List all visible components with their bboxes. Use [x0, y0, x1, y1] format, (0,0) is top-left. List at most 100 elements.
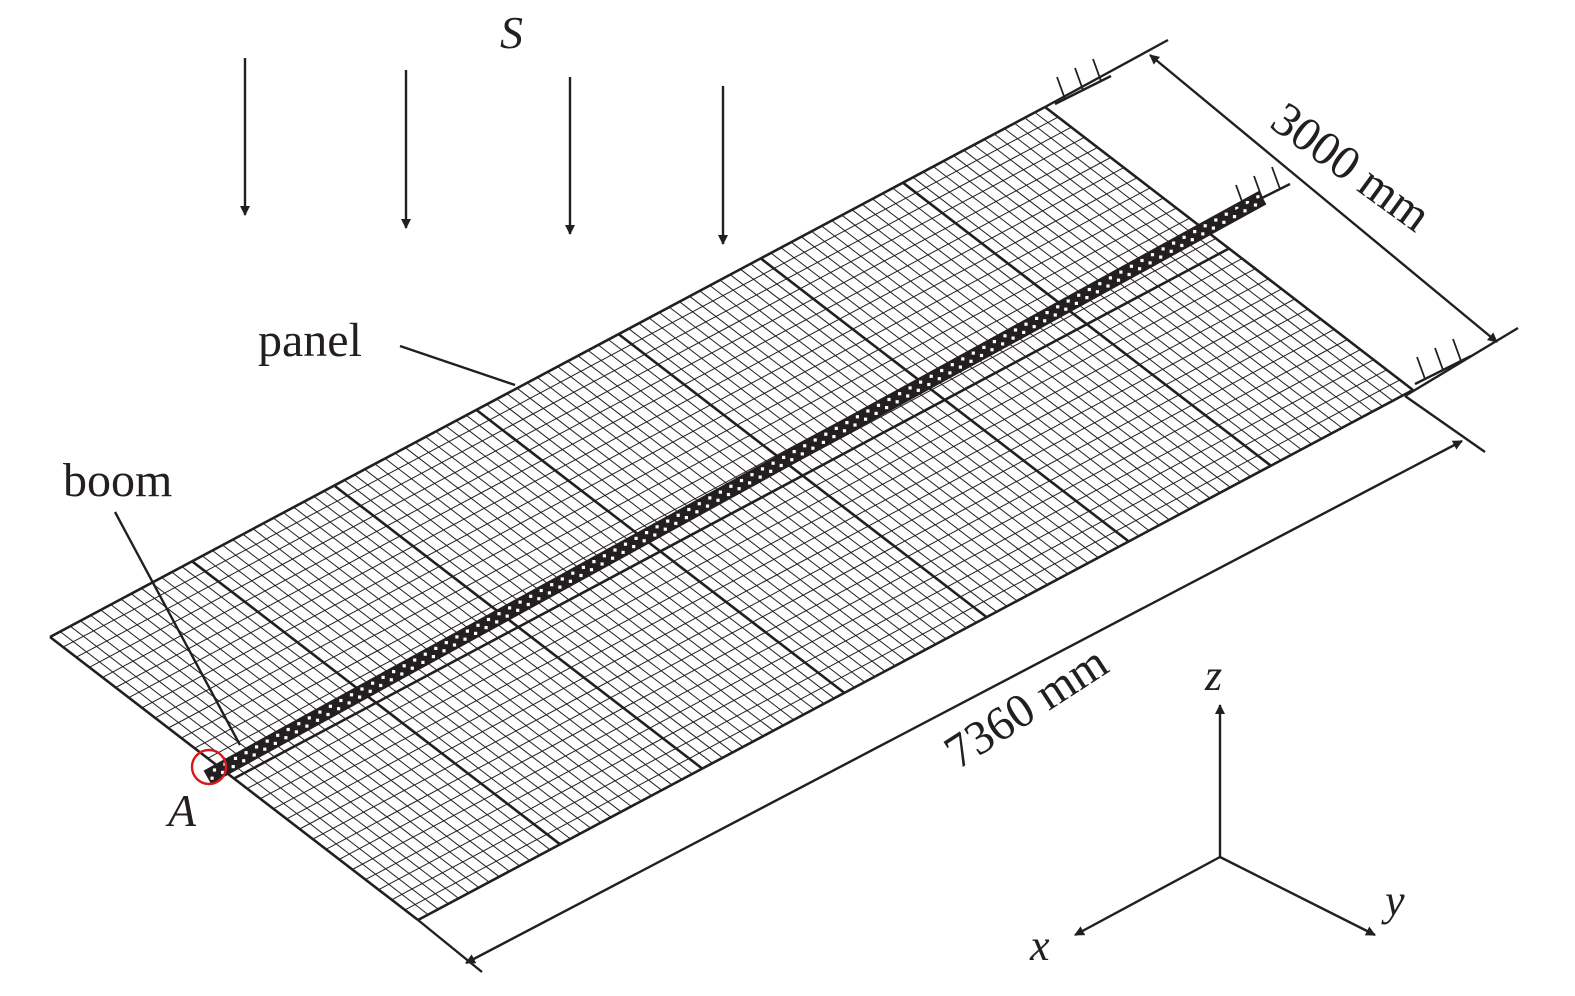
- boom-pattern-cell: [358, 695, 362, 699]
- boom-pattern-cell: [758, 475, 762, 479]
- boom-pattern-cell: [508, 606, 512, 610]
- panel-mesh: [49, 105, 1414, 922]
- boom-pattern-cell: [929, 374, 933, 378]
- boom-pattern-cell: [252, 753, 256, 757]
- boom-pattern-cell: [558, 585, 562, 589]
- boom-pattern-cell: [1232, 215, 1237, 219]
- boom-pattern-cell: [885, 406, 889, 410]
- load-arrows: [240, 58, 728, 245]
- boom-pattern-cell: [842, 429, 847, 433]
- boom-pattern-cell: [1201, 232, 1205, 236]
- mesh-line: [286, 288, 1282, 820]
- boom-pattern-cell: [529, 594, 533, 598]
- mesh-line: [128, 167, 1125, 699]
- boom-pattern-cell: [961, 357, 965, 361]
- boom-pattern-cell: [792, 450, 796, 454]
- mesh-line: [76, 126, 1072, 658]
- boom-pattern-cell: [1245, 201, 1249, 205]
- mesh-line: [391, 369, 1387, 901]
- boom-pattern-cell: [642, 539, 646, 543]
- length-dimension-arrow: [465, 440, 1463, 964]
- boom-pattern-cell: [895, 400, 899, 404]
- boom-pattern-cell: [739, 478, 744, 483]
- support-hatch-line: [1056, 76, 1066, 100]
- boom-pattern-cell: [305, 724, 309, 728]
- boom-pattern-cell: [495, 620, 499, 624]
- boom-pattern-cell: [244, 751, 248, 755]
- point-a-marker: [190, 748, 228, 786]
- dimension-extension-line: [417, 919, 483, 973]
- boom-pattern-cell: [876, 403, 881, 407]
- boom-pattern-cell: [389, 678, 393, 682]
- mesh-line: [260, 268, 1256, 800]
- dimension-extension-line: [1404, 395, 1486, 453]
- panel-edge-line: [233, 247, 1230, 780]
- boom-pattern-cell: [1180, 243, 1184, 248]
- boom-pattern-cell: [307, 716, 311, 720]
- axis-z-label: z: [1204, 651, 1222, 700]
- boom-pattern-cell: [1172, 241, 1176, 245]
- support-boom-end: [1233, 166, 1291, 214]
- boom-pattern-cell: [339, 698, 343, 703]
- boom-pattern-cell: [971, 351, 975, 355]
- boom-pattern-cell: [263, 747, 267, 751]
- mesh-line: [404, 379, 1401, 911]
- boom-pattern-cell: [1066, 299, 1070, 303]
- boom-pattern-cell: [379, 683, 383, 688]
- boom-pattern-cell: [927, 382, 931, 387]
- boom-pattern-cell: [212, 768, 217, 772]
- boom-pattern-cell: [465, 629, 469, 633]
- boom-pattern-cell: [1013, 328, 1018, 332]
- boom-pattern-cell: [621, 550, 625, 554]
- boom-pattern-cell: [811, 446, 815, 450]
- boom-pattern-cell: [866, 409, 870, 413]
- boom-pattern-cell: [560, 577, 564, 581]
- boom-pattern-cell: [697, 502, 701, 506]
- dimension-extension-line: [1404, 326, 1519, 398]
- boom-pattern-cell: [634, 536, 638, 540]
- boom-pattern-cell: [855, 415, 859, 419]
- boom-pattern-cell: [600, 562, 604, 566]
- boom-pattern-cell: [347, 701, 351, 705]
- mesh-line: [352, 339, 1348, 870]
- mesh-line: [312, 308, 1309, 840]
- y-axis-line: [1219, 855, 1376, 937]
- boom-pattern-cell: [581, 565, 585, 569]
- boom-pattern-cell: [371, 681, 375, 685]
- mesh-line: [102, 146, 1098, 678]
- boom-pattern-cell: [676, 513, 680, 517]
- boom-pattern-cell: [368, 689, 372, 693]
- boom-pattern-cell: [497, 612, 501, 616]
- boom-pattern-cell: [276, 733, 280, 737]
- boom-pattern-cell: [821, 440, 825, 444]
- boom-pattern-cell: [940, 368, 944, 373]
- boom-pattern-cell: [771, 461, 775, 465]
- length-dimension-label: 7360 mm: [935, 635, 1117, 779]
- support-hatch-line: [1452, 338, 1462, 362]
- boom-pattern-cell: [824, 432, 828, 436]
- mesh-line: [325, 318, 1322, 850]
- boom-pattern-cell: [328, 704, 332, 708]
- boom-pattern-cell: [790, 458, 794, 462]
- support-hatch-line: [1253, 175, 1263, 199]
- boom-pattern-cell: [476, 623, 480, 627]
- width-dimension-arrow: [1149, 54, 1498, 343]
- boom-pattern-cell: [484, 626, 488, 630]
- boom-pattern-cell: [853, 423, 857, 427]
- boom-pattern-cell: [1224, 212, 1228, 216]
- boom-pattern-cell: [908, 386, 912, 390]
- boom-pattern-cell: [486, 617, 491, 622]
- boom-pattern-cell: [231, 765, 235, 769]
- panel-label: panel: [258, 314, 362, 367]
- boom-pattern-cell: [1161, 247, 1165, 251]
- boom-pattern-cell: [326, 712, 330, 717]
- mesh-line: [115, 157, 1111, 688]
- boom-pattern-cell: [297, 722, 301, 726]
- boom-pattern-cell: [381, 675, 385, 679]
- boom-pattern-cell: [1253, 203, 1258, 207]
- boom-pattern-cell: [645, 531, 649, 535]
- boom-pattern-cell: [750, 473, 754, 477]
- boom-pattern-cell: [803, 444, 807, 448]
- boom-pattern-cell: [674, 521, 678, 525]
